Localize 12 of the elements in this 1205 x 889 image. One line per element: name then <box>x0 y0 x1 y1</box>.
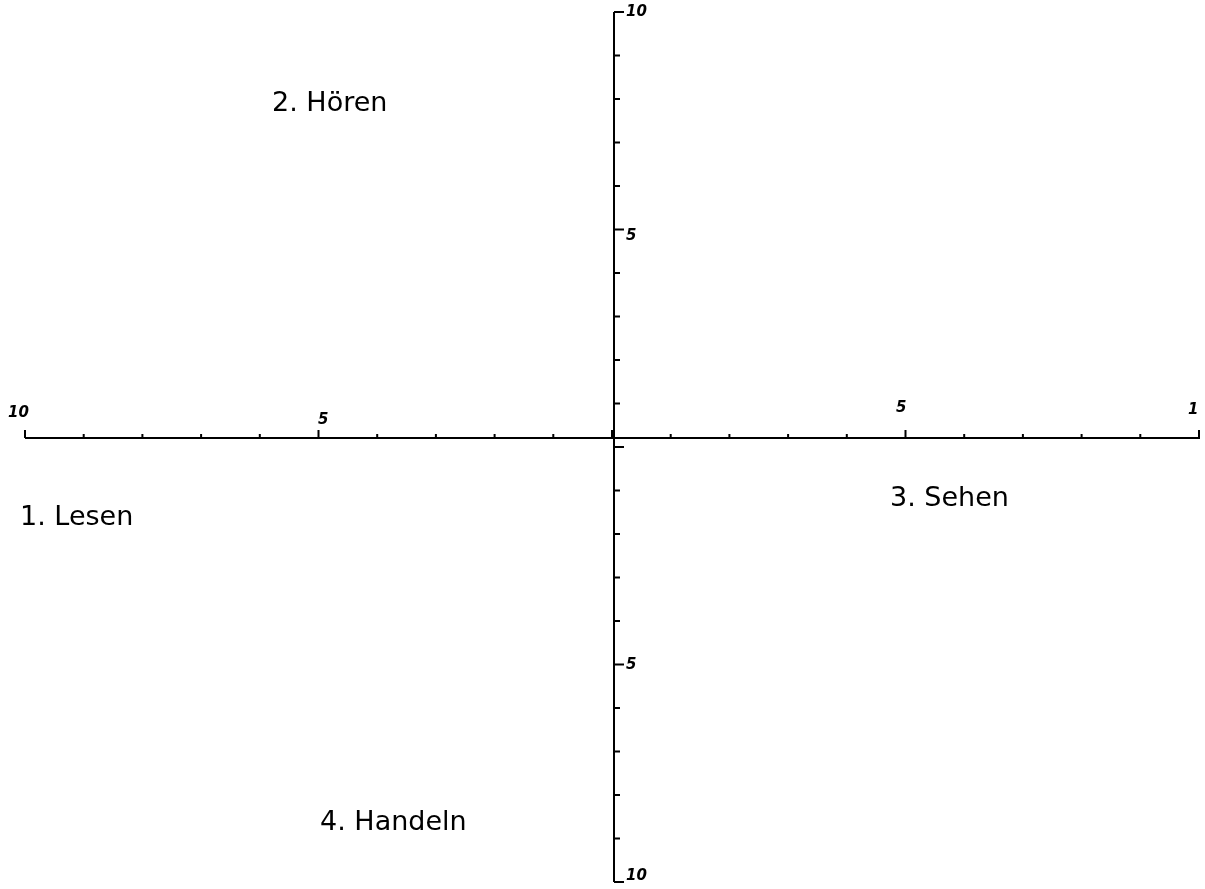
tick-label: 5 <box>896 400 907 415</box>
tick-label: 5 <box>626 657 637 672</box>
tick-label: 10 <box>8 405 29 420</box>
quadrant-label: 3. Sehen <box>890 483 1009 510</box>
tick-label: 5 <box>626 228 637 243</box>
tick-label: 5 <box>318 412 329 427</box>
tick-label: 10 <box>626 868 647 883</box>
quadrant-label: 4. Handeln <box>320 807 467 834</box>
tick-label: 1 <box>1188 402 1199 417</box>
quadrant-label: 2. Hören <box>272 88 388 115</box>
quadrant-label: 1. Lesen <box>20 502 134 529</box>
tick-label: 10 <box>626 4 647 19</box>
